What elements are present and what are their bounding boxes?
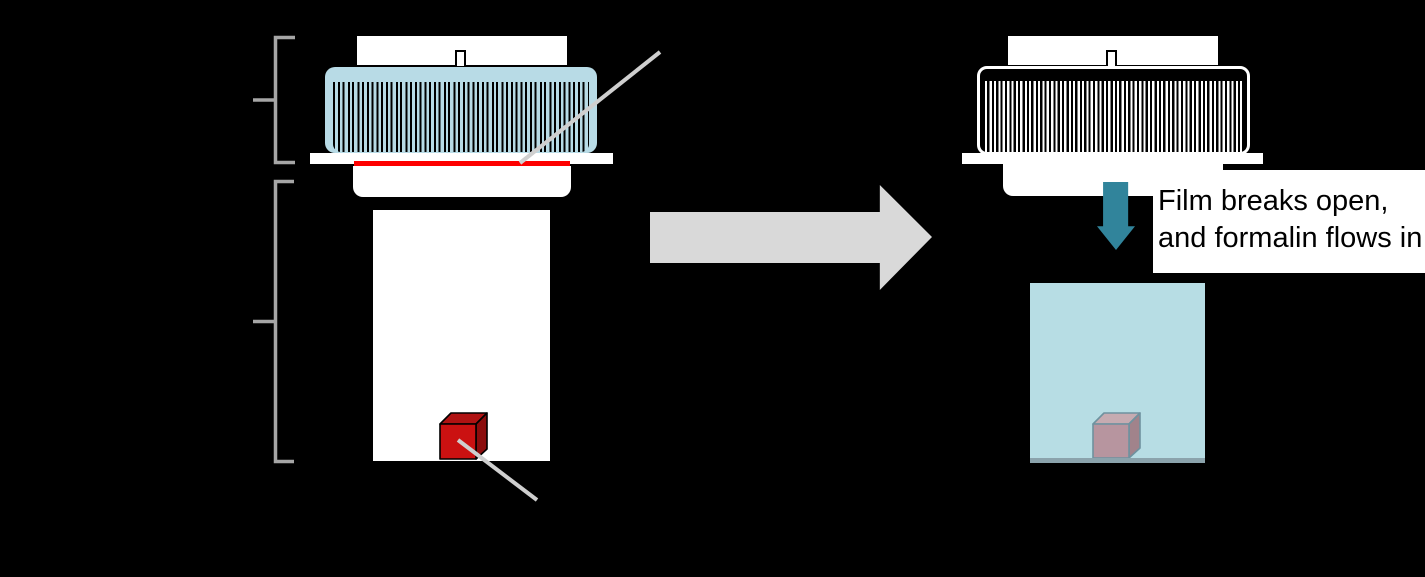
fixed-specimen-cube-icon <box>1092 412 1141 458</box>
left-bottle-neck <box>353 166 571 197</box>
right-cap-vent-tab <box>1106 50 1117 66</box>
left-cap-flange <box>310 153 613 164</box>
sealing-film <box>354 161 570 166</box>
right-cap-ribs <box>985 81 1242 152</box>
annotation-line2: and formalin flows in <box>1158 222 1423 254</box>
right-cap-body <box>977 66 1250 155</box>
annotation-box: Film breaks open, and formalin flows in <box>1153 170 1425 273</box>
left-cap-ribs <box>333 82 589 152</box>
specimen-cube-icon <box>439 412 488 460</box>
left-cap-vent-tab <box>455 50 466 66</box>
annotation-line1: Film breaks open, <box>1158 185 1389 217</box>
transition-arrow-icon <box>650 185 932 290</box>
left-cap-body <box>325 67 597 153</box>
right-cap-flange <box>962 153 1263 164</box>
formalin-bath-floor <box>1030 458 1205 463</box>
cap-bracket-icon <box>253 35 295 165</box>
container-bracket-icon <box>253 179 294 464</box>
